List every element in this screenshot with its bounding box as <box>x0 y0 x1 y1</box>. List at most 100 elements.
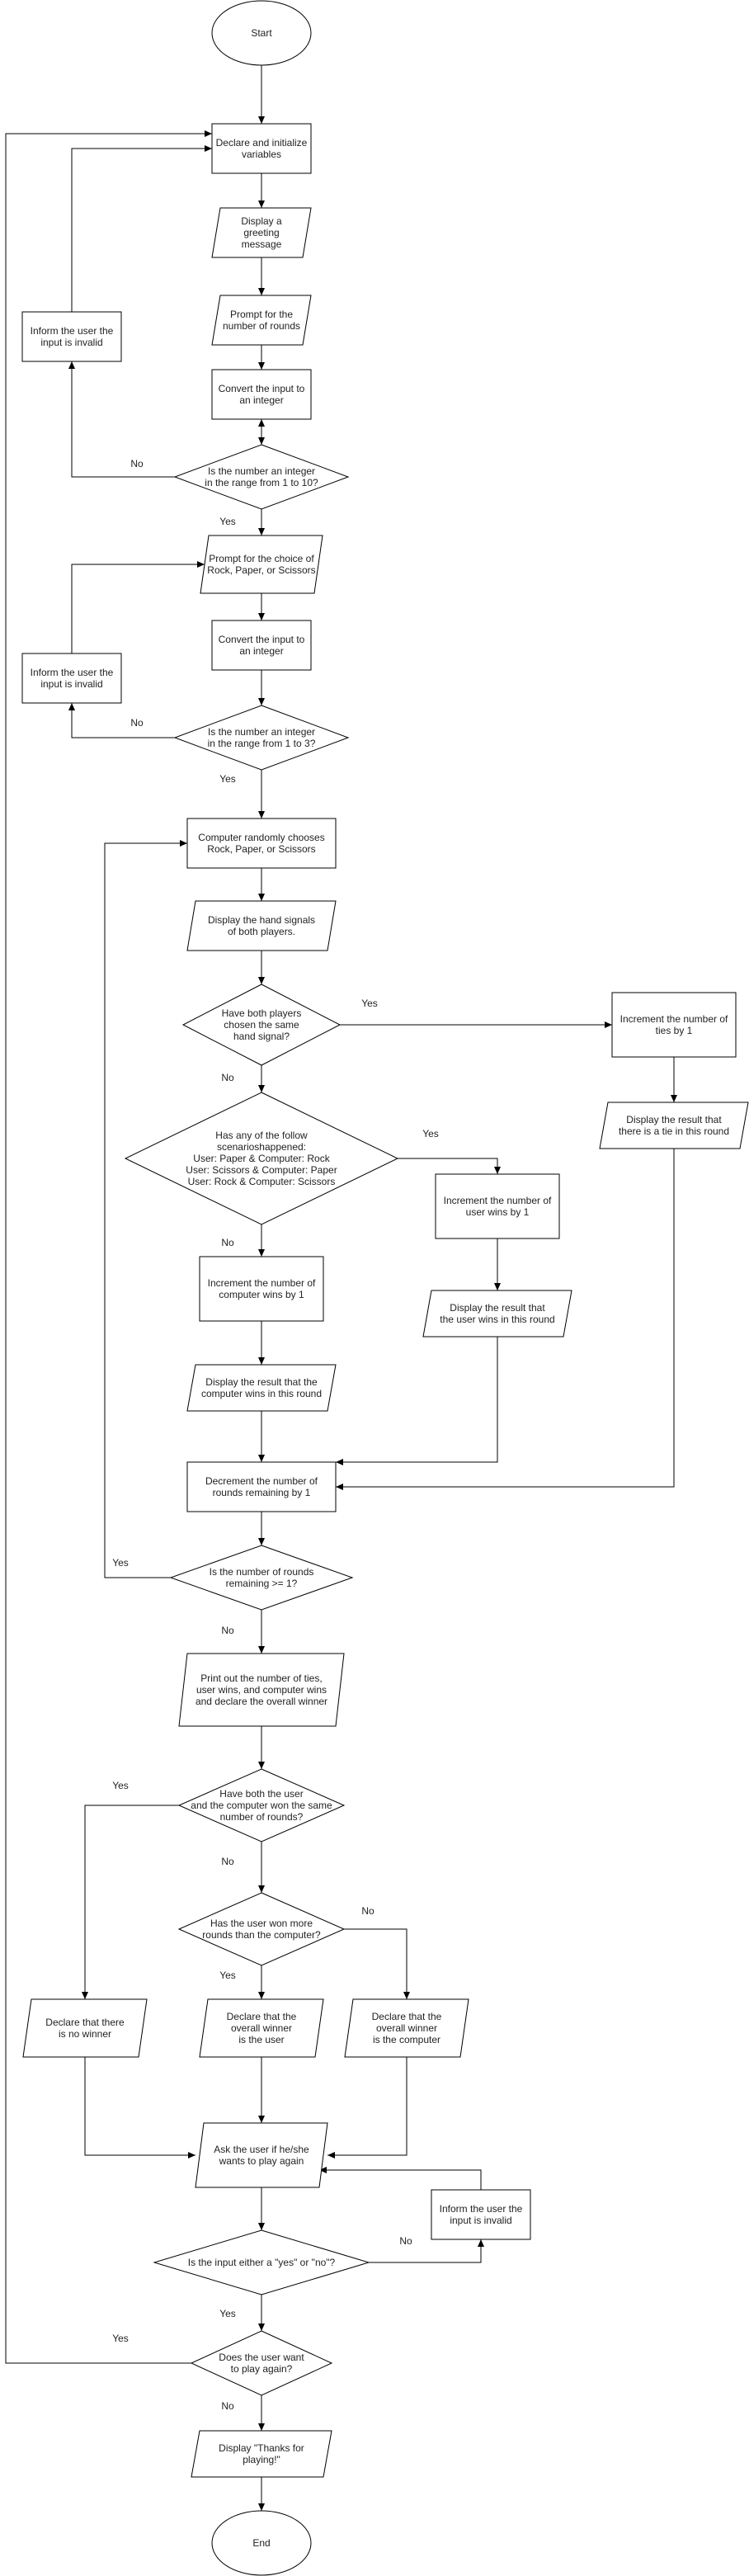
edge-label-yes-rounds: Yes <box>219 516 236 527</box>
flow-arrow <box>71 145 212 312</box>
flow-arrow <box>344 1928 410 1999</box>
node-shape <box>190 2330 333 2396</box>
node-shape <box>199 1256 324 1322</box>
node-text: Decrement the number of <box>205 1475 318 1487</box>
node-text: rounds than the computer? <box>202 1929 321 1941</box>
edge-label-no-user-more: No <box>361 1905 374 1917</box>
node-text: scenarioshappened: <box>217 1141 306 1153</box>
flow-arrow <box>336 1149 675 1490</box>
flow-arrow <box>319 2167 482 2190</box>
node-text: Is the input either a "yes" or "no"? <box>188 2257 336 2268</box>
node-text: chosen the same <box>224 1019 299 1031</box>
node-text: Inform the user the <box>31 325 114 337</box>
node-text: in the range from 1 to 10? <box>205 477 318 488</box>
node-shape <box>22 1998 148 2058</box>
flow-arrow <box>71 561 205 653</box>
node-end: End <box>211 2510 312 2576</box>
node-text: an integer <box>239 645 283 657</box>
node-text: Has the user won more <box>210 1918 313 1929</box>
node-text: Does the user want <box>219 2352 304 2363</box>
node-shape <box>211 620 312 671</box>
node-text: Is the number an integer <box>208 726 315 738</box>
node-text: Convert the input to <box>219 634 305 645</box>
edge-label-no-tie-overall: No <box>221 1856 234 1867</box>
node-text: user wins by 1 <box>466 1206 530 1218</box>
edge-label-yes-again: Yes <box>112 2333 129 2344</box>
node-check-yesno: Is the input either a "yes" or "no"? <box>153 2229 370 2295</box>
node-text: message <box>242 238 282 250</box>
node-text: Convert the input to <box>219 383 305 394</box>
node-text: computer wins by 1 <box>219 1289 304 1300</box>
node-text: of both players. <box>228 926 295 937</box>
node-text: is the user <box>238 2034 284 2045</box>
node-text: input is invalid <box>450 2215 511 2226</box>
node-print-summary: Print out the number of ties,user wins, … <box>178 1653 345 1727</box>
node-text: hand signal? <box>233 1031 290 1042</box>
node-shape <box>422 1290 572 1338</box>
node-text: Display the result that the <box>205 1376 318 1388</box>
node-shape <box>211 0 312 66</box>
node-text: to play again? <box>231 2363 293 2375</box>
node-shape <box>191 2430 332 2478</box>
node-shape <box>200 535 323 594</box>
node-text: Start <box>251 27 272 39</box>
node-shape <box>124 1092 399 1225</box>
node-text: Declare that the <box>372 2011 442 2022</box>
node-shape <box>169 1545 354 1611</box>
node-text: in the range from 1 to 3? <box>208 738 316 749</box>
node-text: Declare that the <box>227 2011 297 2022</box>
node-text: Print out the number of ties, <box>200 1673 322 1684</box>
node-text: Declare that there <box>45 2017 125 2028</box>
node-shape <box>211 369 312 420</box>
edge-label-yes-tie-overall: Yes <box>112 1780 129 1791</box>
node-shape <box>153 2229 370 2295</box>
node-text: playing!" <box>243 2454 280 2465</box>
node-shape <box>431 2189 531 2240</box>
node-text: and the computer won the same <box>191 1800 332 1811</box>
edge-label-no-userwin: No <box>221 1237 234 1248</box>
edge-label-yes-userwin: Yes <box>422 1128 439 1139</box>
flow-arrow <box>82 1805 179 1999</box>
flow-arrow <box>68 361 175 478</box>
flow-arrow <box>327 2057 407 2158</box>
node-text: there is a tie in this round <box>619 1125 729 1137</box>
edge-label-no-again: No <box>221 2400 234 2412</box>
node-text: Ask the user if he/she <box>214 2144 309 2155</box>
node-shape <box>186 1364 337 1412</box>
node-text: User: Scissors & Computer: Paper <box>186 1164 337 1176</box>
node-text: User: Paper & Computer: Rock <box>193 1153 330 1164</box>
node-shape <box>211 2510 312 2576</box>
node-text: is no winner <box>59 2028 111 2040</box>
node-text: Prompt for the <box>230 309 293 320</box>
node-shape <box>344 1998 469 2058</box>
node-text: ties by 1 <box>656 1025 693 1036</box>
node-text: Is the number an integer <box>208 465 315 477</box>
node-shape <box>435 1173 560 1239</box>
node-text: Display "Thanks for <box>219 2442 304 2454</box>
node-shape <box>199 1998 324 2058</box>
node-text: input is invalid <box>40 337 102 348</box>
node-shape <box>211 207 312 258</box>
node-shape <box>186 900 337 951</box>
edge-label-no-choice: No <box>130 717 144 729</box>
node-text: Inform the user the <box>31 667 114 678</box>
node-text: Has any of the follow <box>215 1130 308 1141</box>
node-shape <box>21 311 122 362</box>
node-text: user wins, and computer wins <box>196 1684 327 1696</box>
